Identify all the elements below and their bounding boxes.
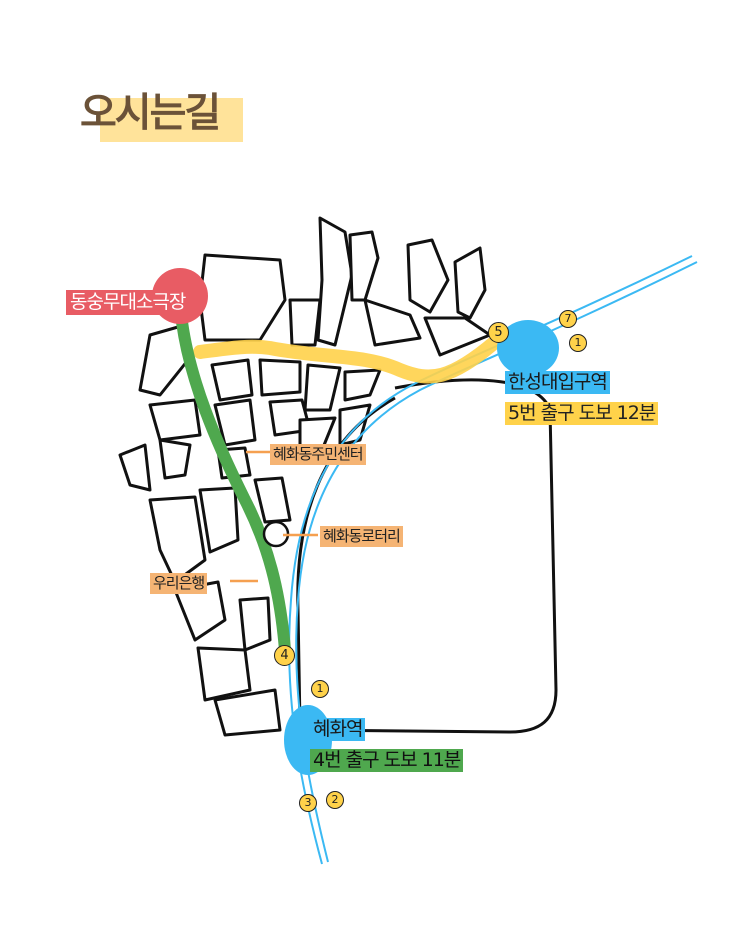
exit-3-badge: 3	[299, 794, 317, 812]
hansung-station-marker	[497, 320, 559, 376]
loop-road	[299, 378, 558, 734]
exit-5-badge: 5	[488, 322, 509, 343]
exit-2-badge: 2	[326, 791, 344, 809]
exit-1-badge-hyehwa: 1	[311, 680, 329, 698]
destination-label: 동숭무대소극장	[66, 290, 190, 315]
page-title: 오시는길	[80, 90, 221, 136]
exit-4-badge: 4	[274, 645, 295, 666]
hansung-route	[193, 335, 502, 384]
hansung-directions: 5번 출구 도보 12분	[505, 402, 659, 425]
rotary-label: 혜화동로터리	[320, 526, 403, 547]
community-center-label: 혜화동주민센터	[270, 444, 366, 465]
hansung-station-name: 한성대입구역	[505, 371, 610, 394]
leader-lines	[230, 450, 318, 583]
hyehwa-station-name: 혜화역	[310, 718, 366, 741]
bank-label: 우리은행	[150, 573, 208, 594]
exit-1-badge-hansung: 1	[569, 334, 587, 352]
title-highlight	[100, 98, 243, 142]
hyehwa-route	[176, 316, 291, 656]
exit-7-badge: 7	[559, 310, 577, 328]
hyehwa-directions: 4번 출구 도보 11분	[310, 749, 464, 772]
